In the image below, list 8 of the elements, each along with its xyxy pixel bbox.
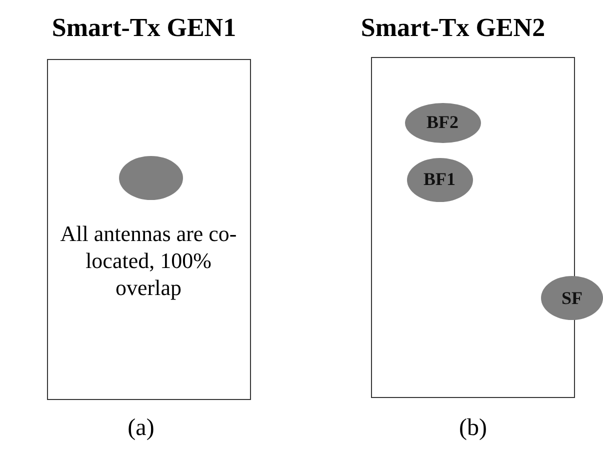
panel-heading: Smart-Tx GEN1 (52, 13, 236, 43)
antenna-ellipse: BF2 (404, 102, 480, 142)
panel-heading: Smart-Tx GEN2 (360, 13, 546, 43)
panel-caption: (a) (128, 415, 154, 442)
panel-caption: (b) (459, 415, 487, 442)
description-text: All antennas are co-located, 100% overlap (59, 220, 238, 301)
antenna-ellipse: BF1 (406, 158, 472, 202)
antenna-ellipse: SF (541, 276, 603, 320)
